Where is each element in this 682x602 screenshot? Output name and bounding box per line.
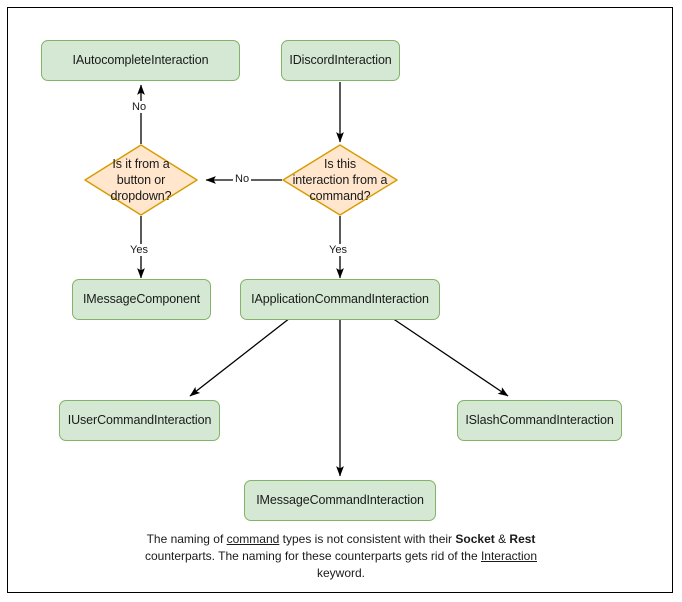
node-message-component[interactable]: IMessageComponent [72,279,211,320]
footer-line2-rest: counterparts. The naming for these [144,549,332,564]
footer-bold-rest: Rest [509,532,536,546]
node-label: IMessageCommandInteraction [256,492,424,507]
footer-underline-interaction: Interaction [480,549,538,564]
footer-note: The naming of command types is not consi… [140,531,542,582]
decision-label: Is it from a button or dropdown? [110,156,172,204]
decision-label: Is this interaction from a command? [292,156,388,204]
diamond-shape [282,144,398,216]
node-label: IAutocompleteInteraction [72,52,209,67]
diamond-shape [84,144,198,216]
footer-line3-part1: counterparts gets rid of the [334,549,481,564]
decision-is-it-from-button-or-dropdown[interactable]: Is it from a button or dropdown? [84,144,198,216]
node-discord-interaction[interactable]: IDiscordInteraction [281,40,400,81]
edge-label-no-to-autocomplete: No [130,101,149,114]
node-message-command-interaction[interactable]: IMessageCommandInteraction [244,480,436,521]
footer-underline-command: command [226,532,280,546]
node-label: IUserCommandInteraction [67,412,212,427]
node-label: IDiscordInteraction [289,52,392,67]
node-autocomplete-interaction[interactable]: IAutocompleteInteraction [41,40,240,81]
edge-appcommand-to-slashcommand [391,317,509,397]
edge-appcommand-to-usercommand [189,317,291,397]
footer-bold-socket: Socket [455,532,495,546]
node-slash-command-interaction[interactable]: ISlashCommandInteraction [457,400,622,441]
footer-ampersand: & [494,532,510,546]
footer-line3-part2: keyword. [316,566,366,581]
node-application-command-interaction[interactable]: IApplicationCommandInteraction [240,279,440,320]
edge-label-yes-to-messagecomponent: Yes [128,244,150,257]
edge-label-yes-to-appcommand: Yes [327,244,349,257]
edge-label-no-to-decision-left: No [233,173,252,186]
footer-line1-part1: The naming of [146,532,227,546]
node-user-command-interaction[interactable]: IUserCommandInteraction [59,400,220,441]
node-label: ISlashCommandInteraction [465,412,614,427]
node-label: IMessageComponent [82,291,201,306]
decision-is-this-interaction-from-command[interactable]: Is this interaction from a command? [282,144,398,216]
node-label: IApplicationCommandInteraction [251,291,429,306]
footer-line1-part2: types is not consistent with their [279,532,453,546]
